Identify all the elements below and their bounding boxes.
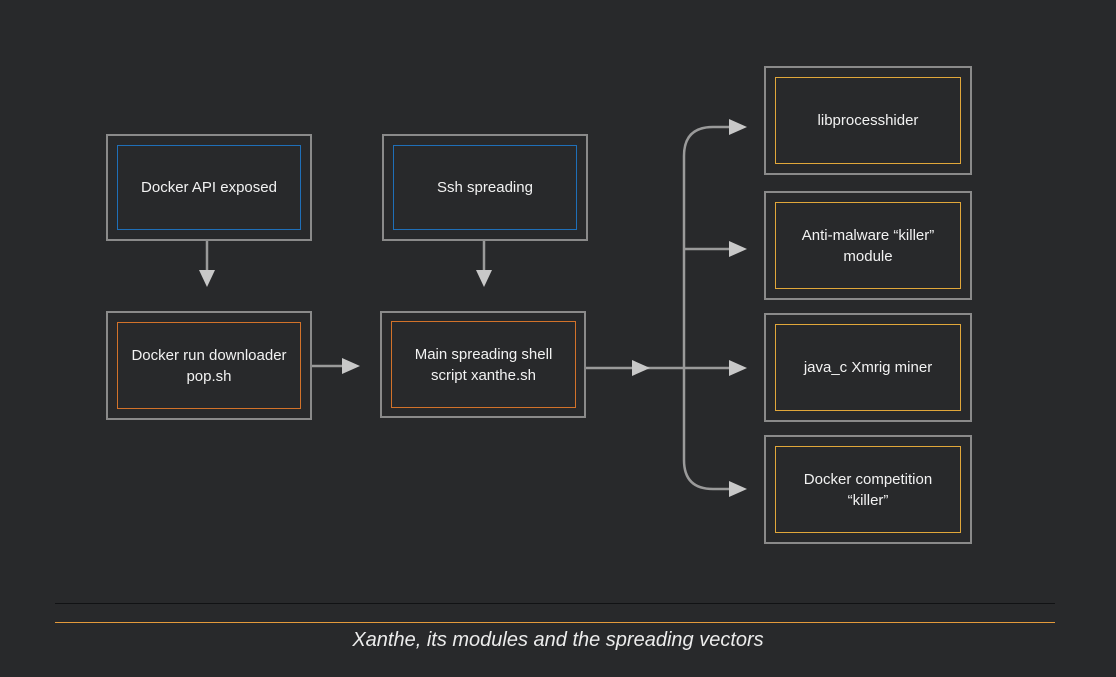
node-docker-api-exposed-label: Docker API exposed	[117, 145, 301, 230]
node-libprocesshider-label: libprocesshider	[775, 77, 961, 164]
node-xmrig-miner	[764, 313, 972, 422]
arrowhead-docker-competition	[729, 481, 747, 497]
node-main-spreading-script-label: Main spreading shell script xanthe.sh	[391, 321, 576, 408]
arrowhead-trunk	[632, 360, 650, 376]
node-docker-competition-killer-label: Docker competition “killer”	[775, 446, 961, 533]
arrowhead-libprocesshider	[729, 119, 747, 135]
arrowhead-xmrig	[729, 360, 747, 376]
node-docker-run-downloader-label: Docker run downloader pop.sh	[117, 322, 301, 409]
node-xmrig-miner-label: java_c Xmrig miner	[775, 324, 961, 411]
node-anti-malware-killer	[764, 191, 972, 300]
node-docker-run-downloader	[106, 311, 312, 420]
node-libprocesshider	[764, 66, 972, 175]
arrowhead-anti-malware	[729, 241, 747, 257]
node-main-spreading-script	[380, 311, 586, 418]
caption-divider-dark	[55, 603, 1055, 604]
figure-caption: Xanthe, its modules and the spreading ve…	[352, 629, 764, 651]
node-ssh-spreading	[382, 134, 588, 241]
arrowhead-main-script-top	[476, 270, 492, 287]
arrowhead-main-script-left	[342, 358, 360, 374]
node-docker-competition-killer	[764, 435, 972, 544]
arrowhead-downloader	[199, 270, 215, 287]
connector-layer	[199, 119, 747, 497]
node-anti-malware-killer-label: Anti-malware “killer” module	[775, 202, 961, 289]
node-docker-api-exposed	[106, 134, 312, 241]
node-ssh-spreading-label: Ssh spreading	[393, 145, 577, 230]
caption-divider-accent	[55, 622, 1055, 623]
connector-trunk-vertical	[682, 125, 730, 491]
